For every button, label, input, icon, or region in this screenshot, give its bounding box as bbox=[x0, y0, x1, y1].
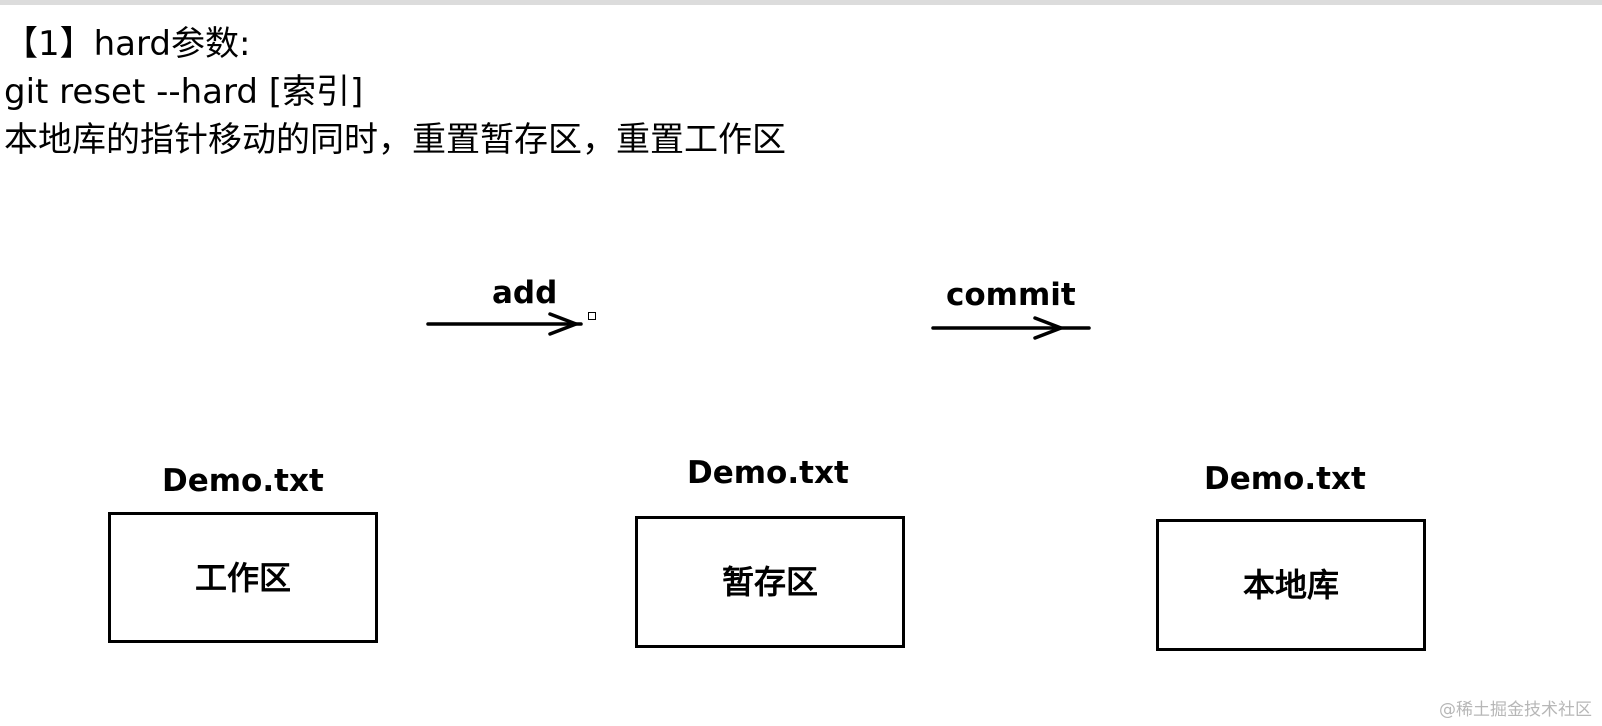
add-label: add bbox=[492, 275, 558, 311]
local-repo-label: 本地库 bbox=[1242, 566, 1339, 604]
working-area-file: Demo.txt bbox=[162, 463, 324, 499]
watermark: @稀土掘金技术社区 bbox=[1439, 700, 1592, 720]
local-repo-box: 本地库 bbox=[1156, 519, 1426, 651]
add-arrow-icon bbox=[426, 312, 583, 336]
commit-arrow-icon bbox=[931, 316, 1091, 340]
staging-area-file: Demo.txt bbox=[687, 455, 849, 491]
cursor-handle-icon bbox=[588, 312, 596, 320]
staging-area-box: 暂存区 bbox=[635, 516, 905, 648]
working-area-box: 工作区 bbox=[108, 512, 378, 643]
heading-description: 本地库的指针移动的同时，重置暂存区，重置工作区 bbox=[4, 120, 786, 160]
heading-title: 【1】hard参数: bbox=[4, 24, 251, 64]
working-area-label: 工作区 bbox=[194, 558, 291, 597]
local-repo-file: Demo.txt bbox=[1204, 461, 1366, 497]
heading-block: 【1】hard参数: git reset --hard [索引] 本地库的指针移… bbox=[4, 20, 786, 164]
top-border bbox=[0, 0, 1602, 5]
commit-label: commit bbox=[946, 277, 1076, 313]
staging-area-label: 暂存区 bbox=[721, 563, 818, 601]
heading-command: git reset --hard [索引] bbox=[4, 72, 364, 112]
